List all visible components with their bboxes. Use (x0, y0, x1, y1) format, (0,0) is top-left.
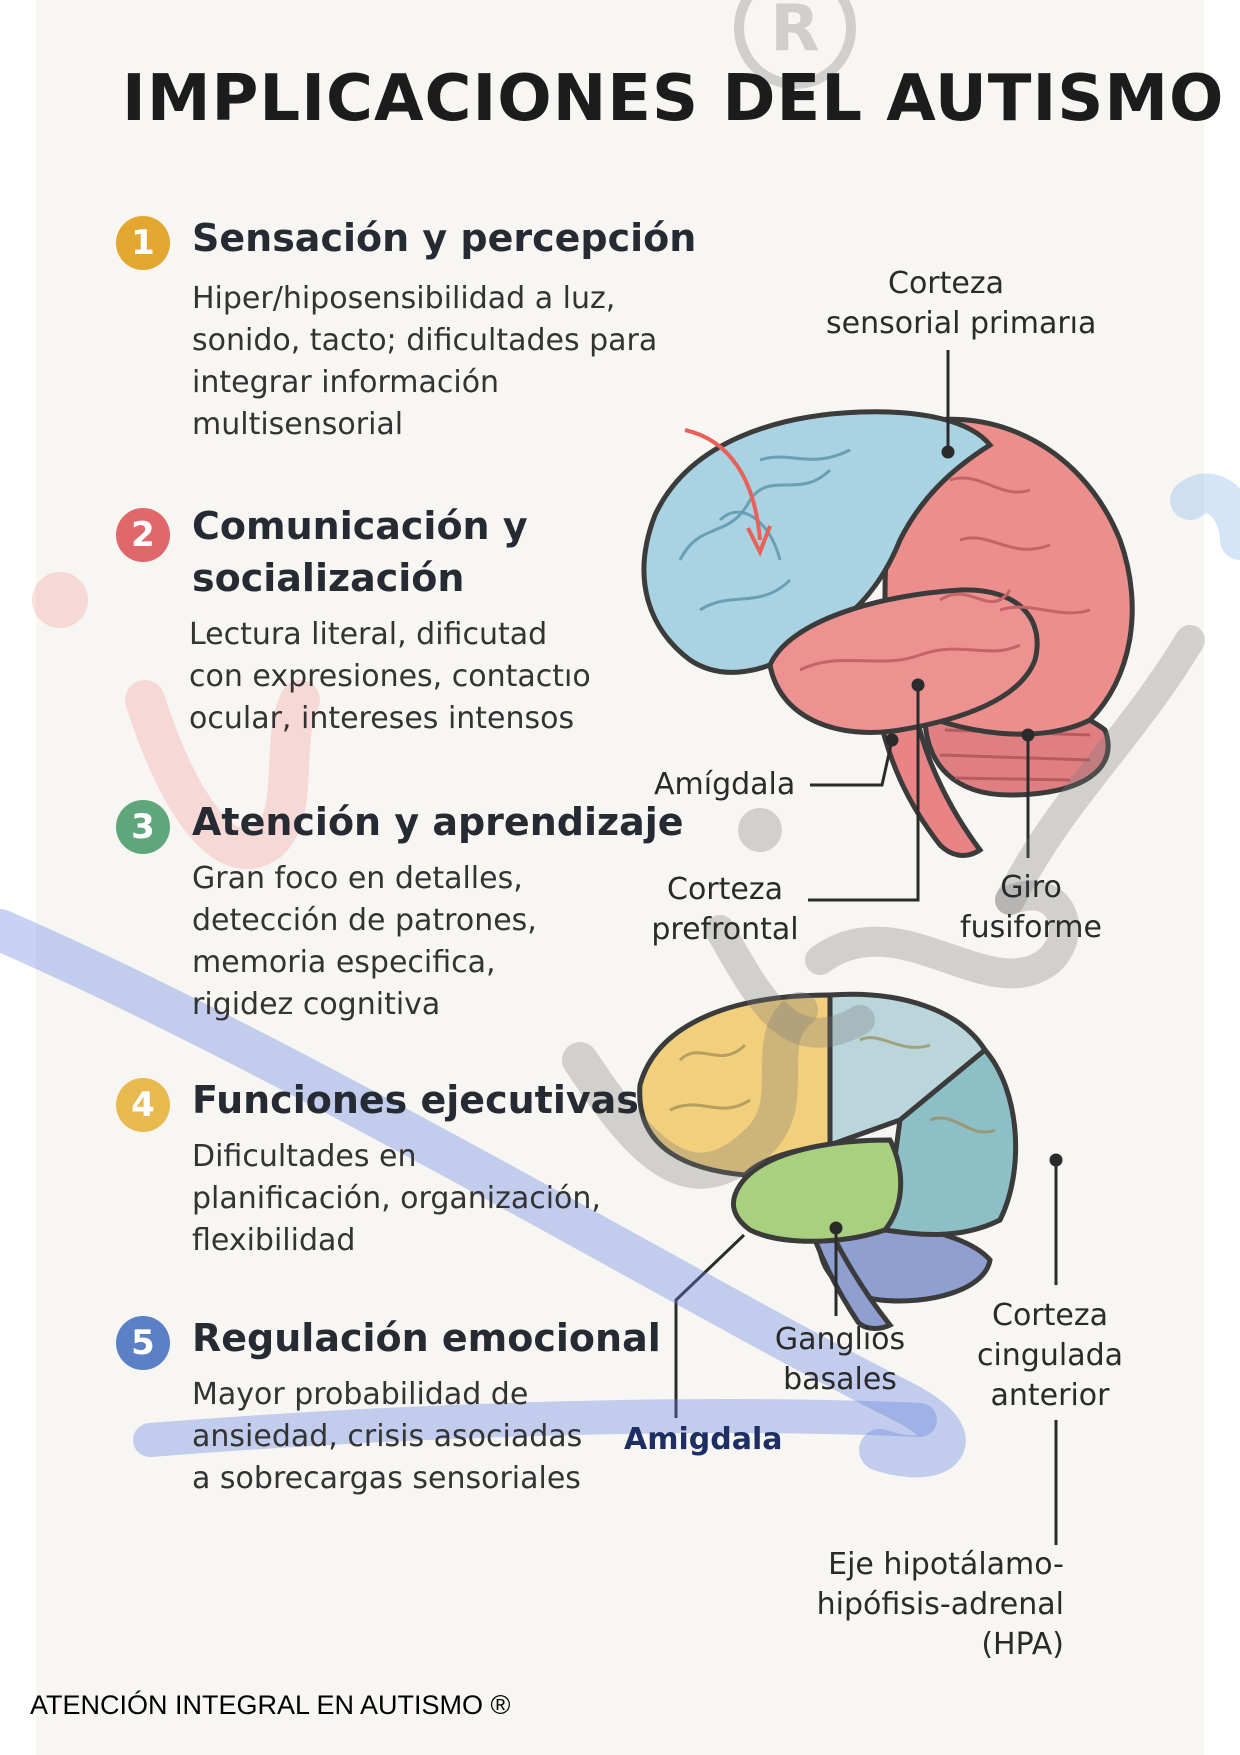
label-line: fusiforme (960, 910, 1102, 945)
description-line: con expresiones, contactıo (189, 659, 591, 694)
description-line: multisensorial (192, 407, 404, 442)
description-line: a sobrecargas sensoriales (192, 1461, 581, 1496)
label-line: Ganglios (774, 1322, 906, 1357)
label-amigdala-top: Amígdala (654, 767, 796, 802)
section-title: Atención y aprendizaje (192, 800, 684, 844)
label-corteza-prefrontal: Corteza prefrontal (640, 870, 810, 950)
section-number-badge: 2 (116, 508, 170, 562)
section-description: Dificultades en planificación, organizac… (192, 1136, 712, 1262)
label-ganglios-basales: Ganglios basales (760, 1320, 920, 1400)
description-line: Dificultades en (192, 1139, 417, 1174)
upper-brain-diagram (641, 409, 1135, 858)
description-line: Gran foco en detalles, (192, 861, 523, 896)
description-line: Hiper/hiposensibilidad a luz, (192, 281, 616, 316)
label-line: Eje hipotálamo- (828, 1547, 1064, 1582)
label-line: anterior (990, 1378, 1110, 1413)
title-line: socialización (192, 556, 465, 600)
label-line: Giro (1000, 870, 1062, 905)
section-title: Comunicación y socialización (192, 500, 712, 604)
page-title: IMPLICACIONES DEL AUTISMO (122, 62, 1225, 136)
lower-brain-diagram (637, 991, 1019, 1331)
title-line: Comunicación y (192, 504, 528, 548)
section-description: Lectura literal, dificutad con expresion… (189, 614, 709, 740)
description-line: Lectura literal, dificutad (189, 617, 548, 652)
description-line: integrar información (192, 365, 500, 400)
description-line: ocular, intereses intensos (189, 701, 575, 736)
section-description: Hiper/hiposensibilidad a luz, sonido, ta… (192, 278, 712, 446)
label-corteza-sensorial: Corteza sensorial primarıa (826, 264, 1097, 344)
description-line: Mayor probabilidad de (192, 1377, 529, 1412)
section-regulacion: 5 Regulación emocional Mayor probabilida… (116, 1312, 676, 1512)
label-line: Corteza (888, 266, 1004, 301)
section-sensacion: 1 Sensación y percepción Hiper/hiposensi… (116, 212, 696, 452)
label-line: hipófisis-adrenal (816, 1587, 1064, 1622)
section-number-badge: 5 (116, 1316, 170, 1370)
label-line: (HPA) (981, 1627, 1064, 1662)
section-number-badge: 1 (116, 216, 170, 270)
description-line: sonido, tacto; dificultades para (192, 323, 658, 358)
description-line: flexibilidad (192, 1223, 356, 1258)
description-line: memoria especifica, (192, 945, 496, 980)
label-line: sensorial primarıa (826, 306, 1097, 341)
section-description: Gran foco en detalles, detección de patr… (192, 858, 712, 1026)
section-title: Funciones ejecutivas (192, 1078, 639, 1122)
label-line: cingulada (976, 1338, 1124, 1373)
poster-background (36, 0, 1204, 1755)
description-line: detección de patrones, (192, 903, 537, 938)
footer-credit: ATENCIÓN INTEGRAL EN AUTISMO ® (30, 1690, 511, 1720)
description-line: rigidez cognitiva (192, 987, 441, 1022)
label-corteza-cingulada: Corteza cingulada anterior (960, 1296, 1140, 1416)
section-number-badge: 3 (116, 800, 170, 854)
section-number-badge: 4 (116, 1078, 170, 1132)
label-line: basales (783, 1362, 897, 1397)
label-leader-lines (674, 350, 1063, 1545)
description-line: planificación, organización, (192, 1181, 601, 1216)
registered-mark-watermark: R (734, 0, 856, 89)
handwritten-watermark (0, 473, 1240, 1478)
label-line: Corteza (992, 1298, 1108, 1333)
section-atencion: 3 Atención y aprendizaje Gran foco en de… (116, 796, 684, 1036)
label-line: Corteza (667, 872, 783, 907)
section-comunicacion: 2 Comunicación y socialización Lectura l… (116, 500, 676, 750)
section-title: Sensación y percepción (192, 216, 697, 260)
label-line: prefrontal (651, 912, 799, 947)
label-amigdala-bottom: Amigdala (624, 1422, 783, 1457)
section-title: Regulación emocional (192, 1316, 661, 1360)
description-line: ansiedad, crisis asociadas (192, 1419, 583, 1454)
section-funciones: 4 Funciones ejecutivas Dificultades en p… (116, 1074, 676, 1274)
label-giro-fusiforme: Giro fusiforme (946, 868, 1116, 948)
label-eje-hpa: Eje hipotálamo- hipófisis-adrenal (HPA) (770, 1545, 1064, 1665)
svg-text:R: R (770, 0, 819, 66)
section-description: Mayor probabilidad de ansiedad, crisis a… (192, 1374, 712, 1500)
